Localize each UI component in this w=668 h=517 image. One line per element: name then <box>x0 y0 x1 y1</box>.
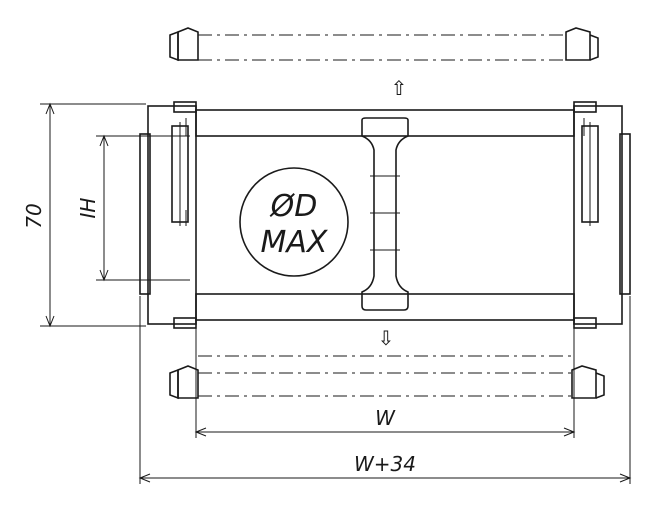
diameter-label: ØD <box>269 189 318 224</box>
outer-width-dimension <box>138 296 632 484</box>
height-value: 70 <box>22 203 46 228</box>
arrow-up-icon: ⇧ <box>391 76 408 100</box>
right-side-plate <box>573 105 623 325</box>
bottom-crossbar <box>169 355 605 400</box>
outer-width-value: W+34 <box>354 452 416 476</box>
left-side-plate <box>147 105 197 325</box>
upper-crossbar <box>195 109 575 137</box>
top-crossbar <box>169 27 599 62</box>
lower-crossbar <box>195 293 575 321</box>
inner-height-dimension <box>96 134 190 282</box>
inner-width-dimension <box>194 328 576 438</box>
vertical-separator <box>361 117 409 311</box>
inner-height-value: IH <box>76 198 100 219</box>
max-diameter-circle <box>239 167 349 277</box>
inner-width-value: W <box>375 406 396 430</box>
arrow-down-icon: ⇩ <box>378 326 395 350</box>
main-frame <box>139 101 631 329</box>
max-label: MAX <box>261 225 329 260</box>
height-dimension <box>40 102 146 328</box>
